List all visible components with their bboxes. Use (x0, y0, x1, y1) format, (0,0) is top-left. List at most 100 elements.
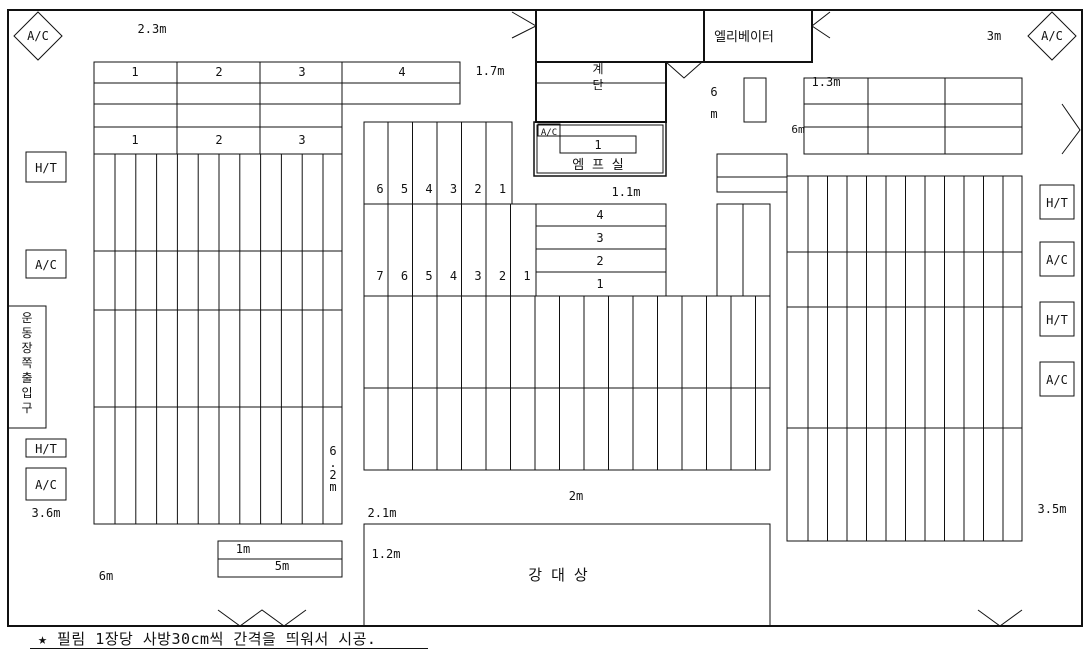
door-chevron (977, 609, 1023, 627)
pump-room-inner (536, 124, 664, 174)
entrance-char: 출 (21, 371, 32, 385)
second-row-number: 3 (298, 133, 305, 147)
pump-inner-box (559, 135, 637, 154)
dim-2-1m: 2.1m (368, 506, 397, 520)
ht-box (1039, 184, 1075, 220)
ac-diamond-label: A/C (27, 29, 49, 43)
center-mid-number: 4 (450, 269, 457, 283)
top-row-number: 4 (398, 65, 405, 79)
ht-box (25, 438, 67, 458)
dim-3-5m: 3.5m (1038, 502, 1067, 516)
center-mid-number: 7 (376, 269, 383, 283)
dim-3m: 3m (987, 29, 1001, 43)
entrance-char: 동 (21, 326, 32, 340)
dim-2-3m: 2.3m (138, 22, 167, 36)
stair-label-1: 계 (592, 62, 603, 76)
entrance-char: 장 (21, 341, 32, 355)
pump-number: 1 (594, 138, 601, 152)
ac-box (1039, 361, 1075, 397)
second-row-number: 1 (131, 133, 138, 147)
center-top-number: 2 (474, 182, 481, 196)
right-top-block (803, 77, 1023, 155)
dim-3-6m: 3.6m (32, 506, 61, 520)
door-chevron (217, 609, 307, 627)
outer-wall (7, 9, 1083, 627)
door-chevron (1061, 103, 1081, 155)
dim-6-2m: m (329, 480, 336, 494)
entrance-char: 구 (21, 401, 32, 415)
entrance-char: 운 (21, 311, 32, 325)
ac-box-label: A/C (1046, 373, 1068, 387)
ac-diamond (1027, 11, 1077, 61)
dim-6m-mid: 6 (710, 85, 717, 99)
top-row-number: 3 (298, 65, 305, 79)
top-row-number: 2 (215, 65, 222, 79)
elevator-label: 엘리베이터 (714, 30, 774, 45)
door-chevron (811, 11, 831, 39)
center-top-block (363, 121, 513, 205)
ac-box-label: A/C (35, 258, 57, 272)
center-mid-number: 6 (401, 269, 408, 283)
stack-number: 4 (596, 208, 603, 222)
entrance-char: 쪽 (21, 356, 32, 370)
dim-6m-mid-unit: m (710, 107, 717, 121)
pump-room (533, 121, 667, 177)
ac-box-label: A/C (541, 128, 557, 138)
dim-1-7m: 1.7m (476, 64, 505, 78)
door-chevron (511, 11, 538, 39)
entrance-box (7, 305, 47, 429)
dim-6-2m: 6 (329, 444, 336, 458)
center-right-small (716, 153, 788, 193)
ht-box-label: H/T (35, 161, 57, 175)
ht-box-label: H/T (35, 442, 57, 456)
door-chevron (665, 61, 703, 79)
dim-6-2m: 2 (329, 468, 336, 482)
stack-number: 1 (596, 277, 603, 291)
right-seating-block (786, 175, 1023, 542)
center-top-number: 3 (450, 182, 457, 196)
podium-label: 강 대 상 (528, 566, 588, 584)
dim-6-2m: . (329, 456, 336, 470)
stair-block (535, 9, 705, 63)
left-seating-block (93, 153, 343, 525)
ac-diamond (13, 11, 63, 61)
ht-box-label: H/T (1046, 313, 1068, 327)
center-mid-number: 2 (499, 269, 506, 283)
ac-box-label: A/C (1046, 253, 1068, 267)
dim-1-2m: 1.2m (372, 547, 401, 561)
dim-2m: 2m (569, 489, 583, 503)
dim-5m: 5m (275, 559, 289, 573)
dim-6m-right: 6m (791, 123, 805, 136)
ac-box (537, 123, 561, 137)
stack-number: 3 (596, 231, 603, 245)
center-top-number: 1 (499, 182, 506, 196)
ht-box (1039, 301, 1075, 337)
ac-box (25, 467, 67, 501)
footnote: ★ 필림 1장당 사방30cm씩 간격을 띄워서 시공. (38, 630, 377, 648)
ac-box (1039, 241, 1075, 277)
pump-room-label: 엠 프 실 (572, 158, 624, 173)
ht-box (25, 151, 67, 183)
center-lower-block (363, 295, 771, 471)
center-mid-number: 3 (474, 269, 481, 283)
ac-box (25, 249, 67, 279)
center-mid-number: 1 (523, 269, 530, 283)
center-top-number: 5 (401, 182, 408, 196)
center-top-number: 4 (425, 182, 432, 196)
ac-diamond-label: A/C (1041, 29, 1063, 43)
center-top-number: 6 (376, 182, 383, 196)
ac-box-label: A/C (35, 478, 57, 492)
seating-grid (13, 11, 1081, 627)
dim-1m: 1m (236, 542, 250, 556)
dim-1-3m: 1.3m (812, 75, 841, 89)
elevator-box (703, 9, 813, 63)
second-row-number: 2 (215, 133, 222, 147)
dim-6m-left: 6m (99, 569, 113, 583)
podium (363, 523, 771, 627)
entrance-char: 입 (21, 386, 32, 400)
dim-1-1m: 1.1m (612, 185, 641, 199)
ht-box-label: H/T (1046, 196, 1068, 210)
ac-box-vertical (743, 77, 767, 123)
